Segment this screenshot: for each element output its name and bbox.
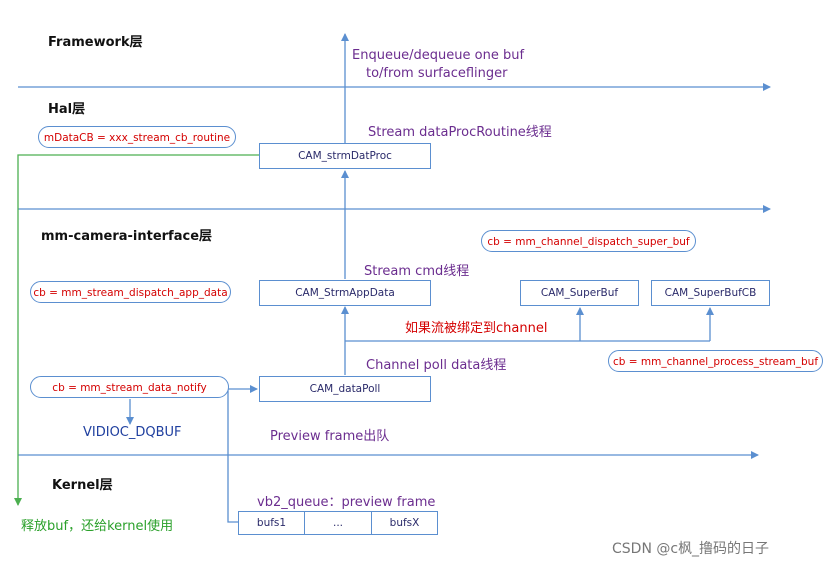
mm-camera-interface-layer-label: mm-camera-interface层 [41,229,213,244]
mdatacb-callback: mDataCB = xxx_stream_cb_routine [38,126,236,148]
buffer-cell: ... [304,511,372,535]
dispatch-app-data-callback: cb = mm_stream_dispatch_app_data [30,281,231,303]
stream-cmd-thread-label: Stream cmd线程 [364,264,470,279]
vb2-to-datapoll-arrow [227,385,258,523]
data-notify-callback: cb = mm_stream_data_notify [30,376,229,398]
vidioc-dqbuf-label: VIDIOC_DQBUF [83,425,182,440]
framework-layer-label: Framework层 [48,35,143,50]
process-stream-buf-callback: cb = mm_channel_process_stream_buf [608,350,823,372]
dispatch-super-buf-callback: cb = mm_channel_dispatch_super_buf [481,230,696,252]
hal-layer-label: Hal层 [48,102,86,117]
stream-dataproc-thread-label: Stream dataProcRoutine线程 [368,125,552,140]
buffer-cell: bufs1 [238,511,305,535]
enqueue-dequeue-label: Enqueue/dequeue one buf [352,48,525,63]
surfaceflinger-label: to/from surfaceflinger [366,66,508,81]
release-buf-label: 释放buf，还给kernel使用 [21,519,174,534]
cam-superbufcb-box: CAM_SuperBufCB [651,280,770,306]
vb2-queue-label: vb2_queue：preview frame [257,495,436,510]
watermark: CSDN @c枫_撸码的日子 [612,541,770,557]
kernel-layer-label: Kernel层 [52,478,113,493]
cam-strmappdata-box: CAM_StrmAppData [259,280,431,306]
cam-superbuf-box: CAM_SuperBuf [520,280,639,306]
bound-to-channel-label: 如果流被绑定到channel [405,321,548,336]
preview-frame-dequeue-label: Preview frame出队 [270,429,390,444]
channel-poll-thread-label: Channel poll data线程 [366,358,507,373]
cam-strmdatproc-box: CAM_strmDatProc [259,143,431,169]
buffer-cell: bufsX [371,511,438,535]
cam-datapoll-box: CAM_dataPoll [259,376,431,402]
release-buf-path-arrow [14,154,259,506]
